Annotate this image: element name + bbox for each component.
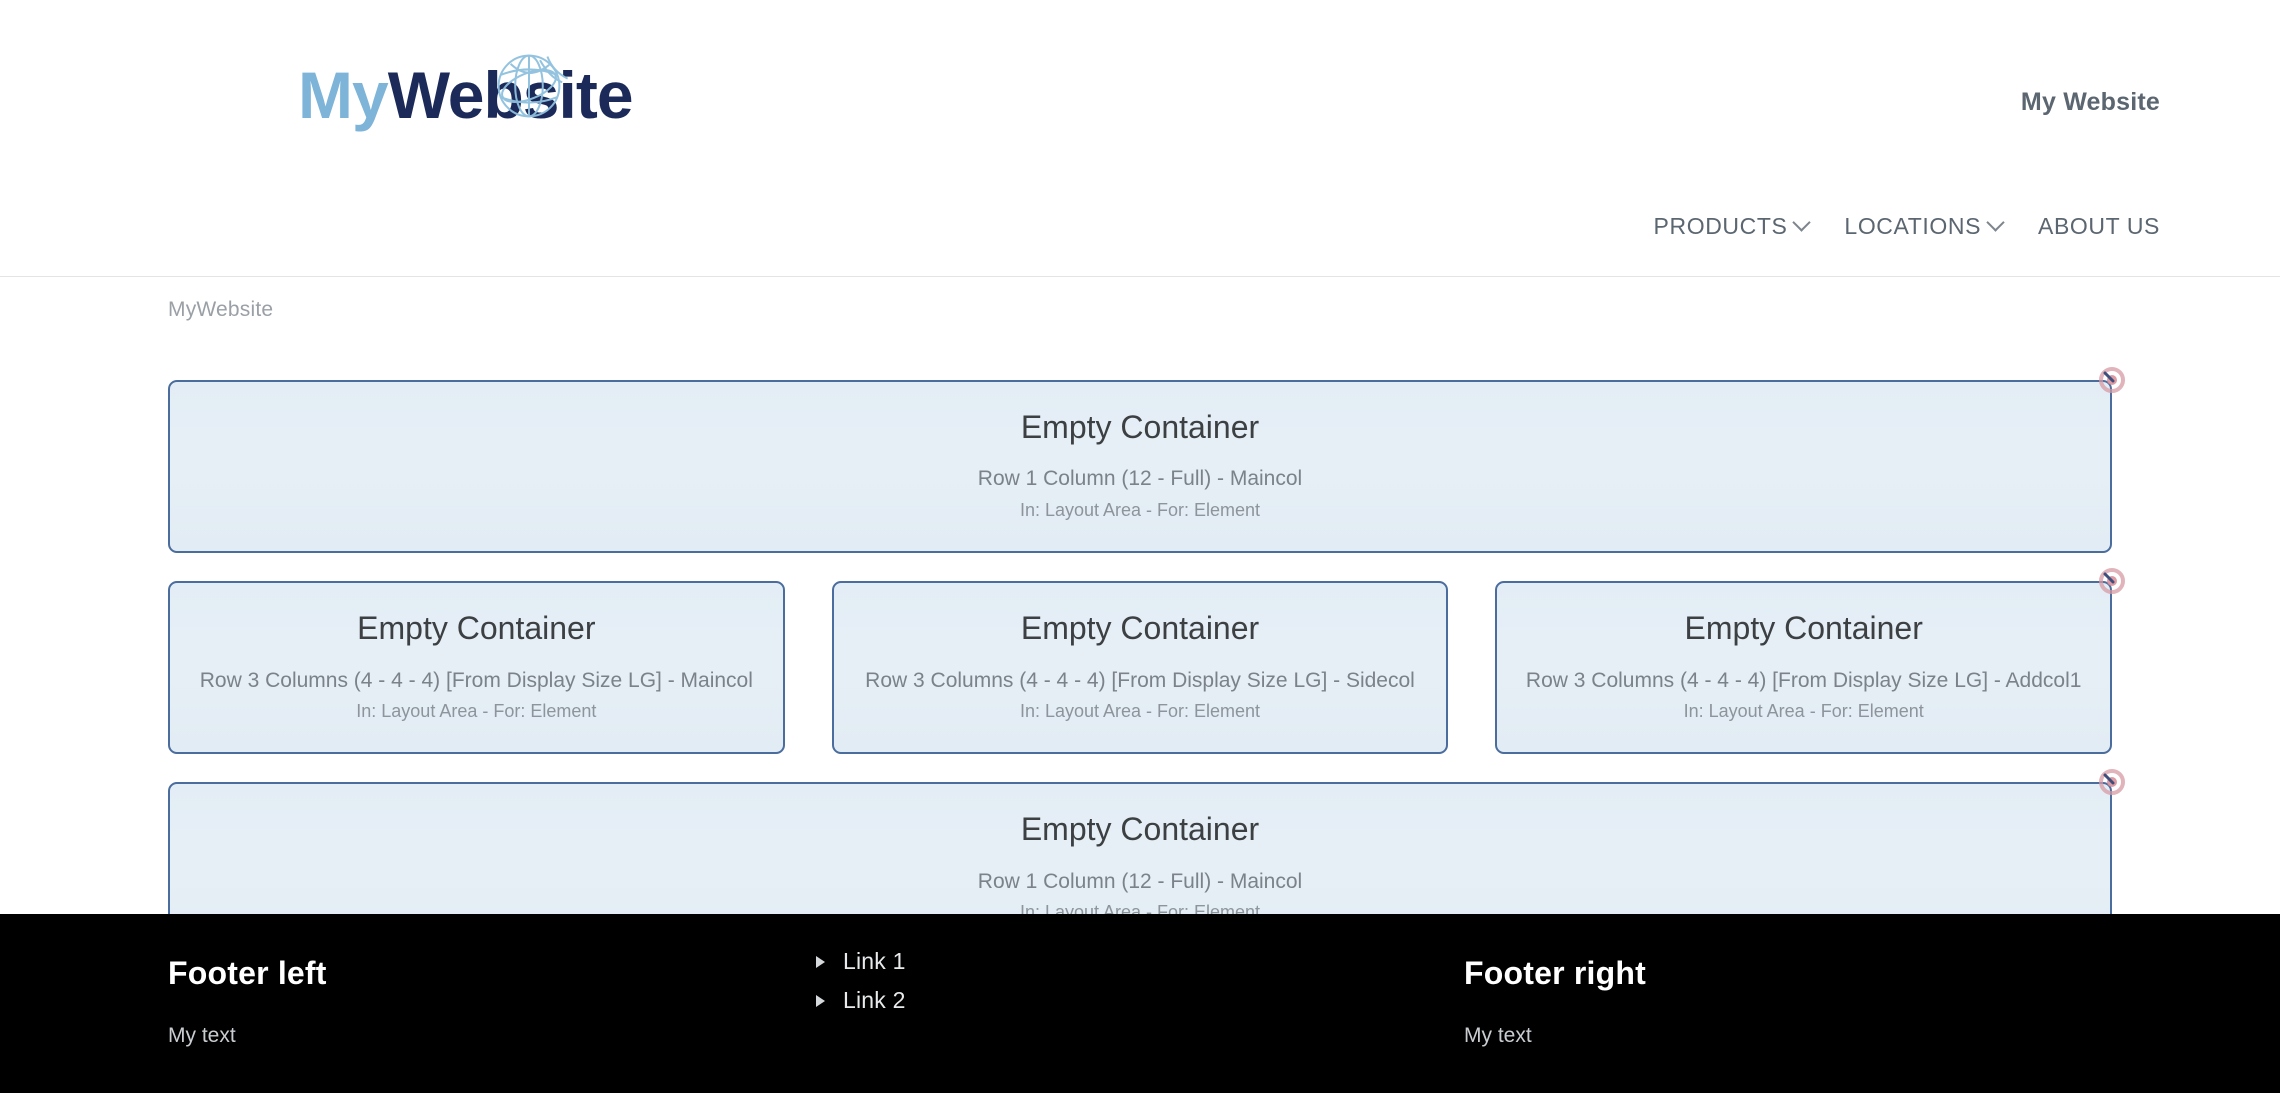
container-subtitle: Row 3 Columns (4 - 4 - 4) [From Display … <box>199 668 753 692</box>
footer-link-label: Link 1 <box>843 948 906 974</box>
container-title: Empty Container <box>1020 811 1260 848</box>
target-marker-icon[interactable] <box>2093 763 2131 801</box>
container-subtitle: Row 1 Column (12 - Full) - Maincol <box>977 467 1303 491</box>
footer-column-right: Footer right My text <box>1464 914 2112 1093</box>
container-meta: In: Layout Area - For: Element <box>356 700 597 721</box>
footer-link-1[interactable]: Link 1 <box>816 948 1464 975</box>
site-logo[interactable]: MyWebsite <box>298 54 634 135</box>
globe-icon <box>497 54 569 118</box>
site-header: MyWebsite My Website <box>0 0 2280 277</box>
triangle-bullet-icon <box>816 994 825 1007</box>
container-title: Empty Container <box>1020 409 1260 445</box>
empty-container-row2-addcol1[interactable]: Empty Container Row 3 Columns (4 - 4 - 4… <box>1495 581 2113 755</box>
triangle-bullet-icon <box>816 955 825 968</box>
nav-label-locations: LOCATIONS <box>1844 213 1982 239</box>
nav-item-locations[interactable]: LOCATIONS <box>1826 213 2020 240</box>
layout-row-1: Empty Container Row 1 Column (12 - Full)… <box>168 367 2125 554</box>
target-marker-icon[interactable] <box>2093 361 2131 399</box>
container-subtitle: Row 3 Columns (4 - 4 - 4) [From Display … <box>865 668 1415 692</box>
container-subtitle: Row 1 Column (12 - Full) - Maincol <box>977 869 1303 893</box>
nav-label-products: PRODUCTS <box>1653 213 1788 239</box>
container-title: Empty Container <box>357 610 596 647</box>
logo-wordmark: MyWebsite <box>298 54 634 128</box>
target-marker-icon[interactable] <box>2093 562 2131 600</box>
site-footer: Footer left My text Link 1 Link 2 Footer… <box>0 914 2280 1093</box>
nav-label-about-us: ABOUT US <box>2038 213 2160 239</box>
chevron-down-icon <box>1986 213 2005 232</box>
footer-right-text: My text <box>1464 1024 1532 1048</box>
container-title: Empty Container <box>1020 610 1260 647</box>
empty-container-row1-maincol[interactable]: Empty Container Row 1 Column (12 - Full)… <box>168 380 2112 554</box>
footer-left-text: My text <box>168 1024 236 1048</box>
footer-link-list: Link 1 Link 2 <box>816 948 1464 1014</box>
main-navigation: PRODUCTS LOCATIONS ABOUT US <box>1636 213 2160 240</box>
logo-text-part2: Website <box>387 58 634 132</box>
brand-name: My Website <box>2020 88 2160 116</box>
footer-right-heading: Footer right <box>1464 955 1646 991</box>
footer-column-left: Footer left My text <box>168 914 816 1093</box>
container-meta: In: Layout Area - For: Element <box>1683 700 1924 721</box>
nav-item-about-us[interactable]: ABOUT US <box>2020 213 2160 240</box>
empty-container-row2-maincol[interactable]: Empty Container Row 3 Columns (4 - 4 - 4… <box>168 581 785 755</box>
footer-left-heading: Footer left <box>168 955 327 991</box>
container-title: Empty Container <box>1684 610 1923 647</box>
breadcrumb[interactable]: MyWebsite <box>168 298 274 321</box>
footer-link-label: Link 2 <box>843 987 906 1013</box>
container-meta: In: Layout Area - For: Element <box>1019 700 1261 721</box>
header-divider <box>0 276 2280 277</box>
logo-text-part1: My <box>298 58 389 132</box>
nav-item-products[interactable]: PRODUCTS <box>1636 213 1827 240</box>
footer-inner: Footer left My text Link 1 Link 2 Footer… <box>0 914 2280 1093</box>
layout-row-2: Empty Container Row 3 Columns (4 - 4 - 4… <box>168 568 2125 755</box>
footer-link-2[interactable]: Link 2 <box>816 987 1464 1014</box>
container-meta: In: Layout Area - For: Element <box>1019 499 1261 520</box>
page-content: Empty Container Row 1 Column (12 - Full)… <box>168 367 2125 983</box>
empty-container-row2-sidecol[interactable]: Empty Container Row 3 Columns (4 - 4 - 4… <box>831 581 1449 755</box>
chevron-down-icon <box>1792 213 1812 232</box>
footer-column-links: Link 1 Link 2 <box>816 914 1464 1093</box>
container-subtitle: Row 3 Columns (4 - 4 - 4) [From Display … <box>1525 668 2082 692</box>
